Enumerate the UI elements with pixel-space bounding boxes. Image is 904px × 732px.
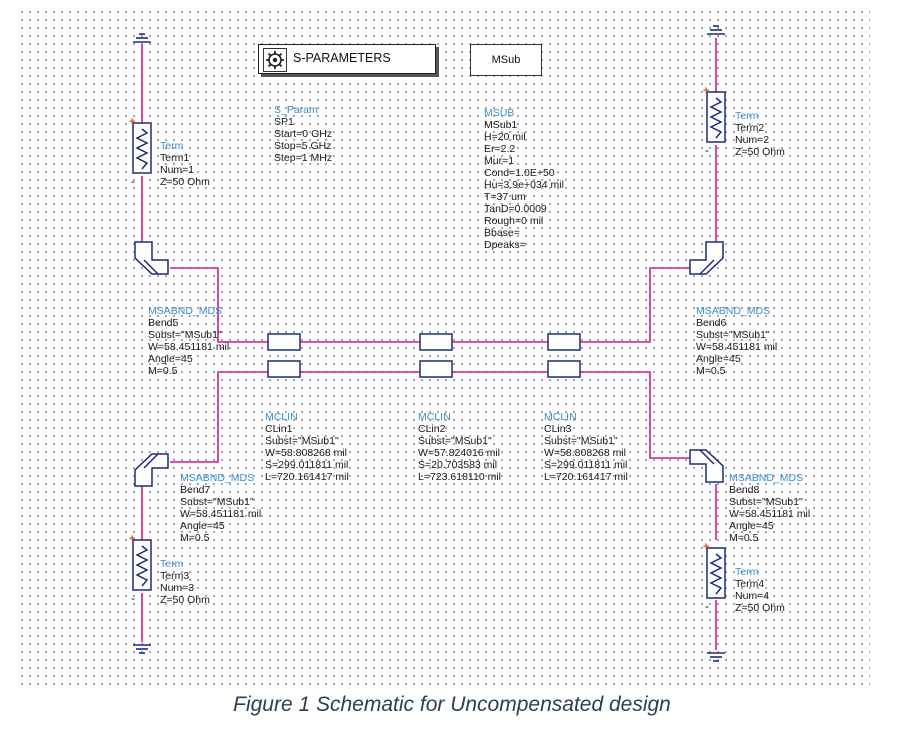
term2-symbol: +-: [703, 85, 726, 157]
sparameters-controller[interactable]: S-PARAMETERS: [258, 44, 436, 74]
wire-bend7-clin1: [170, 371, 268, 463]
minus-sign: -: [705, 143, 709, 157]
term3-symbol: +-: [129, 533, 152, 605]
bend5-symbol: [134, 241, 169, 275]
clin2-symbol: [419, 333, 453, 378]
term4-symbol: +-: [703, 541, 726, 613]
bend7-symbol: [134, 453, 169, 487]
ground-icon-term4: [707, 652, 725, 662]
msub-title: MSub: [491, 54, 521, 66]
term1-symbol: +-: [129, 116, 152, 188]
s-parameter-controller-icon: [263, 48, 287, 72]
clin1-symbol: [267, 333, 301, 378]
ground-icon-term3: [133, 644, 151, 654]
plus-sign: +: [129, 533, 135, 545]
minus-sign: -: [705, 599, 709, 613]
minus-sign: -: [131, 591, 135, 605]
figure-caption: Figure 1 Schematic for Uncompensated des…: [233, 693, 671, 716]
components: +-+-+-+-: [129, 25, 726, 662]
plus-sign: +: [703, 85, 709, 97]
ground-icon-term2: [707, 25, 725, 35]
clin3-symbol: [547, 333, 581, 378]
bend8-symbol: [689, 449, 724, 483]
wires: [141, 38, 717, 650]
minus-sign: -: [131, 174, 135, 188]
sparameters-title: S-PARAMETERS: [293, 51, 391, 65]
wire-clin3-bend6: [580, 267, 696, 343]
plus-sign: +: [703, 541, 709, 553]
schematic-drawing: +-+-+-+-: [129, 25, 726, 662]
plus-sign: +: [129, 116, 135, 128]
schematic-canvas[interactable]: +-+-+-+-: [18, 8, 870, 689]
msub-block[interactable]: MSub: [470, 44, 542, 76]
bend6-symbol: [689, 241, 724, 275]
wire-clin3-bend8: [580, 371, 696, 459]
wire-bend5-clin1: [170, 267, 268, 343]
ground-icon-term1: [133, 33, 151, 43]
